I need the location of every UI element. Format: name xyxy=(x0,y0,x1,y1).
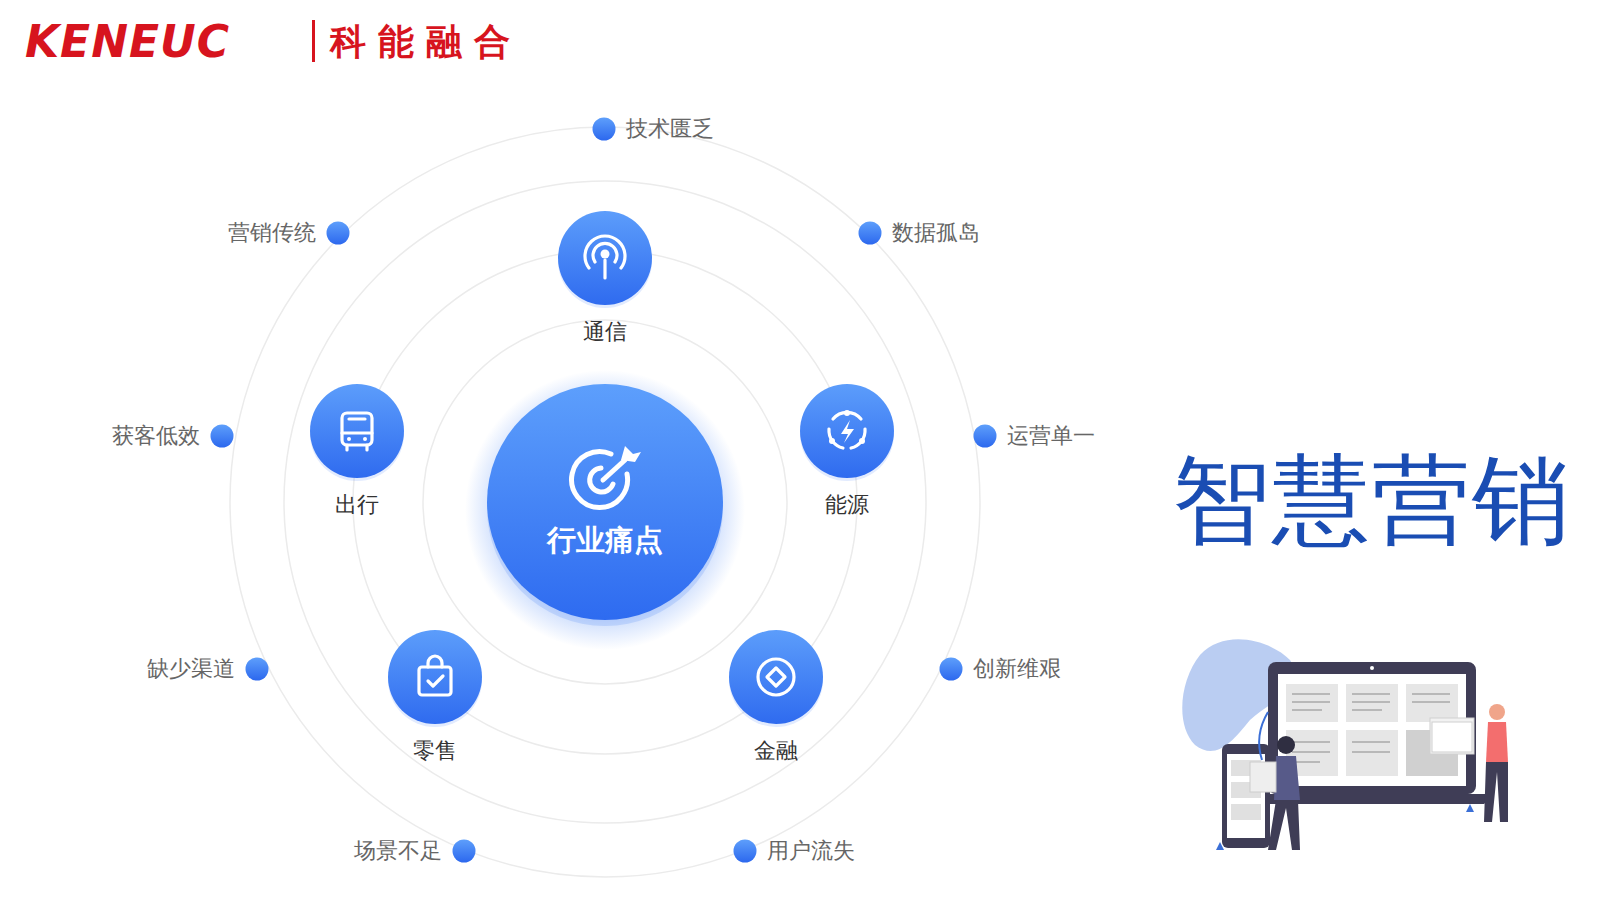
center-label: 行业痛点 xyxy=(547,523,663,557)
industry-circle: 能源 xyxy=(800,384,894,478)
circle-shape xyxy=(388,630,482,724)
industry-circle: 零售 xyxy=(388,630,482,724)
circle-shape xyxy=(729,630,823,724)
node-icon xyxy=(758,659,794,695)
pain-point-dot xyxy=(211,425,234,448)
pain-point-label: 运营单一 xyxy=(1007,423,1095,449)
page-title: 智慧营销 xyxy=(1172,440,1572,560)
node-icon xyxy=(572,446,641,508)
pain-point-label: 场景不足 xyxy=(354,838,442,864)
pain-point-label: 获客低效 xyxy=(112,423,200,449)
pain-point-dot xyxy=(940,658,963,681)
industry-label: 零售 xyxy=(413,738,457,764)
pain-point-label: 创新维艰 xyxy=(973,656,1061,682)
pain-point-dot xyxy=(453,840,476,863)
node-icon xyxy=(419,656,451,695)
node-icon xyxy=(829,410,865,448)
logo-name: 科能融合 xyxy=(330,20,522,64)
circle-shape xyxy=(558,211,652,305)
pain-point-dot xyxy=(859,222,882,245)
node-icon xyxy=(585,236,625,278)
pain-point-dot xyxy=(246,658,269,681)
circle-shape xyxy=(800,384,894,478)
pain-point-label: 缺少渠道 xyxy=(147,656,235,682)
pain-point-label: 用户流失 xyxy=(767,838,855,864)
circle-shape xyxy=(487,384,723,620)
node-icon xyxy=(342,413,372,450)
industry-label: 通信 xyxy=(583,319,627,345)
industry-circle: 通信 xyxy=(558,211,652,305)
industry-circle: 出行 xyxy=(310,384,404,478)
industry-label: 出行 xyxy=(335,492,379,518)
pain-point-label: 技术匮乏 xyxy=(626,116,714,142)
pain-point-label: 数据孤岛 xyxy=(892,220,980,246)
pain-point-dot xyxy=(327,222,350,245)
pain-point-dot xyxy=(974,425,997,448)
pain-point-label: 营销传统 xyxy=(228,220,316,246)
circle-shape xyxy=(310,384,404,478)
logo-mark: KENEUC xyxy=(25,17,230,67)
pain-point-dot xyxy=(734,840,757,863)
industry-label: 金融 xyxy=(754,738,798,764)
industry-circle: 金融 xyxy=(729,630,823,724)
industry-label: 能源 xyxy=(825,492,869,518)
center-circle: 行业痛点 xyxy=(487,384,723,620)
pain-point-dot xyxy=(593,118,616,141)
